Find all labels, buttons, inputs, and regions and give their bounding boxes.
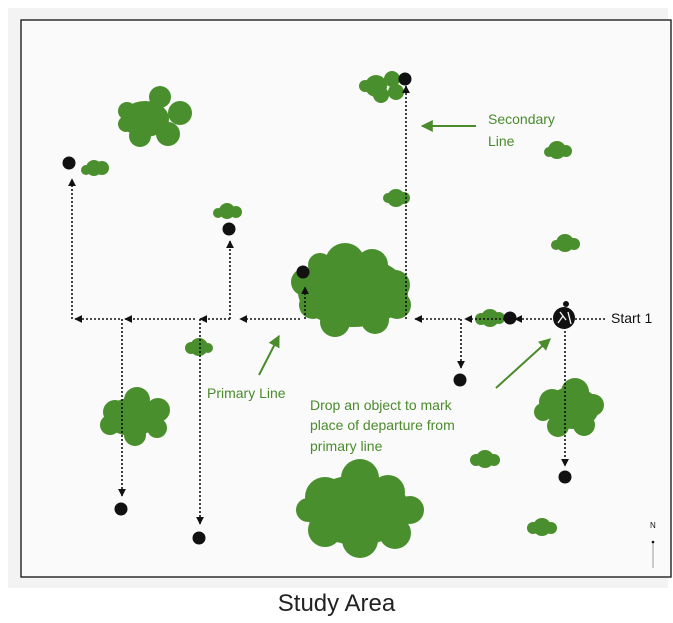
bush-mid-left-small bbox=[213, 203, 242, 219]
bush-right-mid bbox=[551, 234, 580, 252]
secondary-line-label-2: Line bbox=[488, 133, 515, 149]
bush-center-small bbox=[383, 189, 410, 207]
bush-below-primary-left bbox=[185, 338, 213, 356]
bush-right-top bbox=[544, 141, 572, 159]
secondary-lines bbox=[68, 85, 569, 525]
annotation-arrows bbox=[258, 120, 551, 389]
start-person-icon bbox=[553, 301, 575, 329]
bush-central-large bbox=[291, 243, 411, 337]
endpoint-dot bbox=[296, 265, 310, 279]
bush-bottom-center-large bbox=[296, 459, 424, 558]
endpoint-dot bbox=[222, 222, 236, 236]
endpoint-dot bbox=[192, 531, 206, 545]
drop-object-label-1: Drop an object to mark bbox=[310, 397, 453, 413]
bush-top-left bbox=[118, 86, 192, 147]
drop-object-label-3: primary line bbox=[310, 438, 383, 454]
endpoint-dot bbox=[398, 72, 412, 86]
study-area-caption: Study Area bbox=[277, 590, 396, 617]
drop-object-pointer bbox=[495, 338, 551, 389]
endpoint-dot bbox=[453, 373, 467, 387]
endpoint-dot bbox=[114, 502, 128, 516]
north-label: N bbox=[650, 521, 656, 530]
departure-marker-dot bbox=[503, 311, 517, 325]
north-arrow: N bbox=[650, 521, 656, 568]
primary-line-pointer bbox=[258, 334, 280, 376]
bush-lower-left bbox=[100, 387, 170, 446]
bush-top-center bbox=[359, 71, 404, 103]
endpoint-dot bbox=[62, 156, 76, 170]
primary-line-label: Primary Line bbox=[207, 385, 286, 401]
bush-lower-right-small bbox=[470, 450, 500, 468]
start-label: Start 1 bbox=[611, 310, 652, 326]
vegetation bbox=[81, 71, 604, 558]
endpoint-dot bbox=[558, 470, 572, 484]
bush-near-start bbox=[475, 309, 505, 327]
bush-right-large bbox=[534, 378, 604, 437]
bush-bottom-right-small bbox=[527, 518, 557, 536]
drop-object-label-2: place of departure from bbox=[310, 417, 455, 433]
bush-left-small bbox=[81, 160, 109, 176]
endpoints bbox=[62, 72, 572, 545]
secondary-line-label-1: Secondary bbox=[488, 111, 555, 127]
